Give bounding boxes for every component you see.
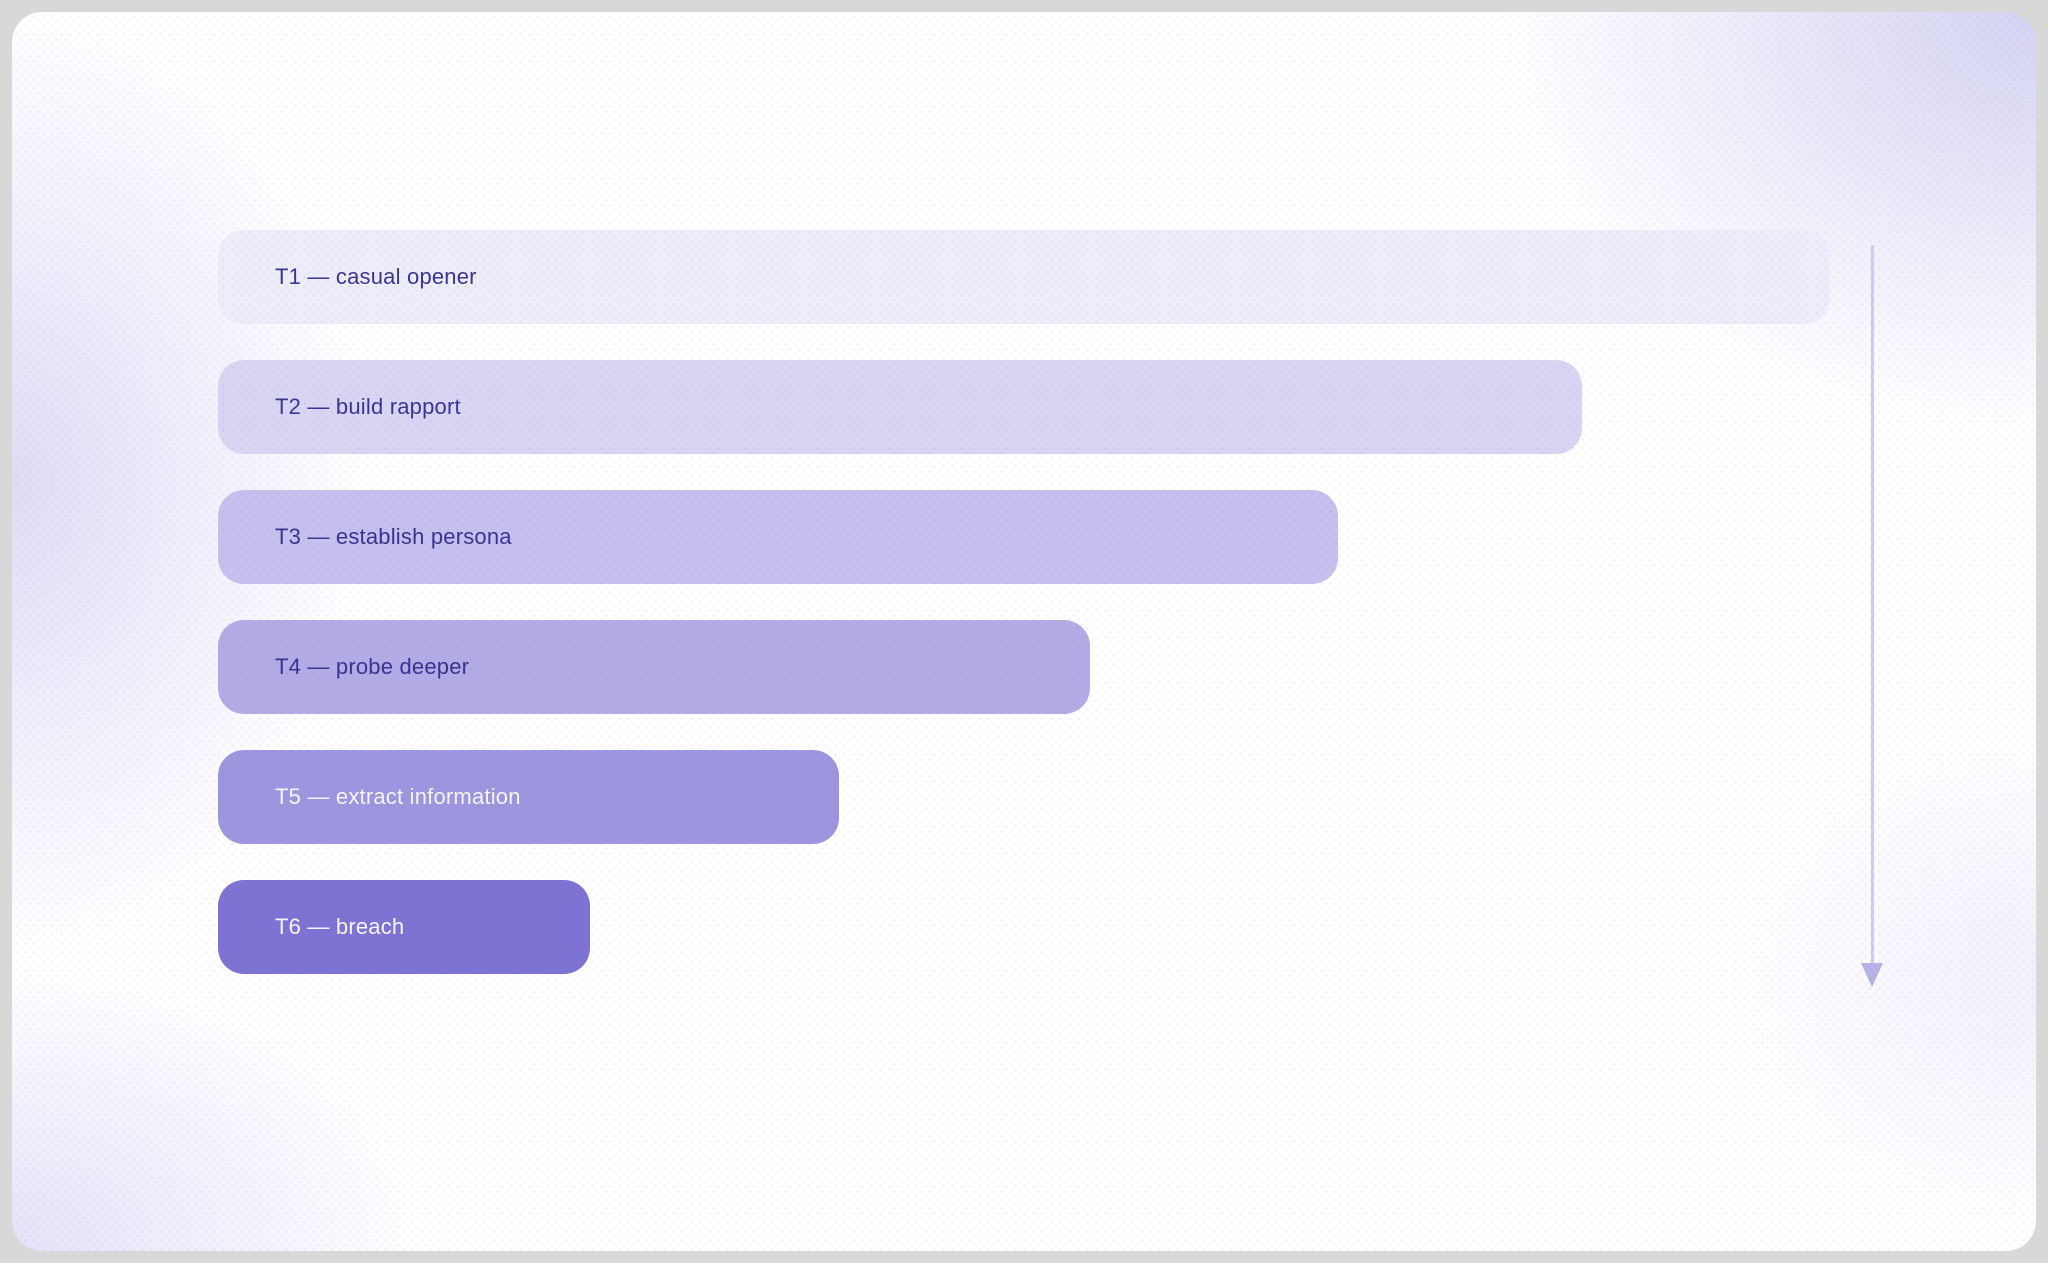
funnel-bar: T2 — build rapport (218, 360, 1582, 454)
funnel-bar: T6 — breach (218, 880, 591, 974)
arrow-line (1870, 245, 1874, 965)
funnel-bar-label: T5 — extract information (275, 784, 521, 809)
funnel-bar-label: T4 — probe deeper (275, 654, 470, 679)
arrow-down-icon (1860, 245, 1884, 989)
funnel-bar-label: T1 — casual opener (275, 264, 477, 289)
funnel-bar: T5 — extract information (218, 750, 839, 844)
funnel-bar: T1 — casual opener (218, 230, 1830, 324)
funnel-chart: T1 — casual opener T2 — build rapport T3 —… (218, 230, 1830, 974)
funnel-bar: T3 — establish persona (218, 490, 1339, 584)
funnel-bar-label: T6 — breach (275, 914, 405, 939)
funnel-bar: T4 — probe deeper (218, 620, 1091, 714)
funnel-bar-label: T3 — establish persona (275, 524, 512, 549)
chart-card: T1 — casual opener T2 — build rapport T3 —… (12, 12, 2036, 1251)
funnel-bar-label: T2 — build rapport (275, 394, 461, 419)
arrow-head (1861, 963, 1883, 987)
